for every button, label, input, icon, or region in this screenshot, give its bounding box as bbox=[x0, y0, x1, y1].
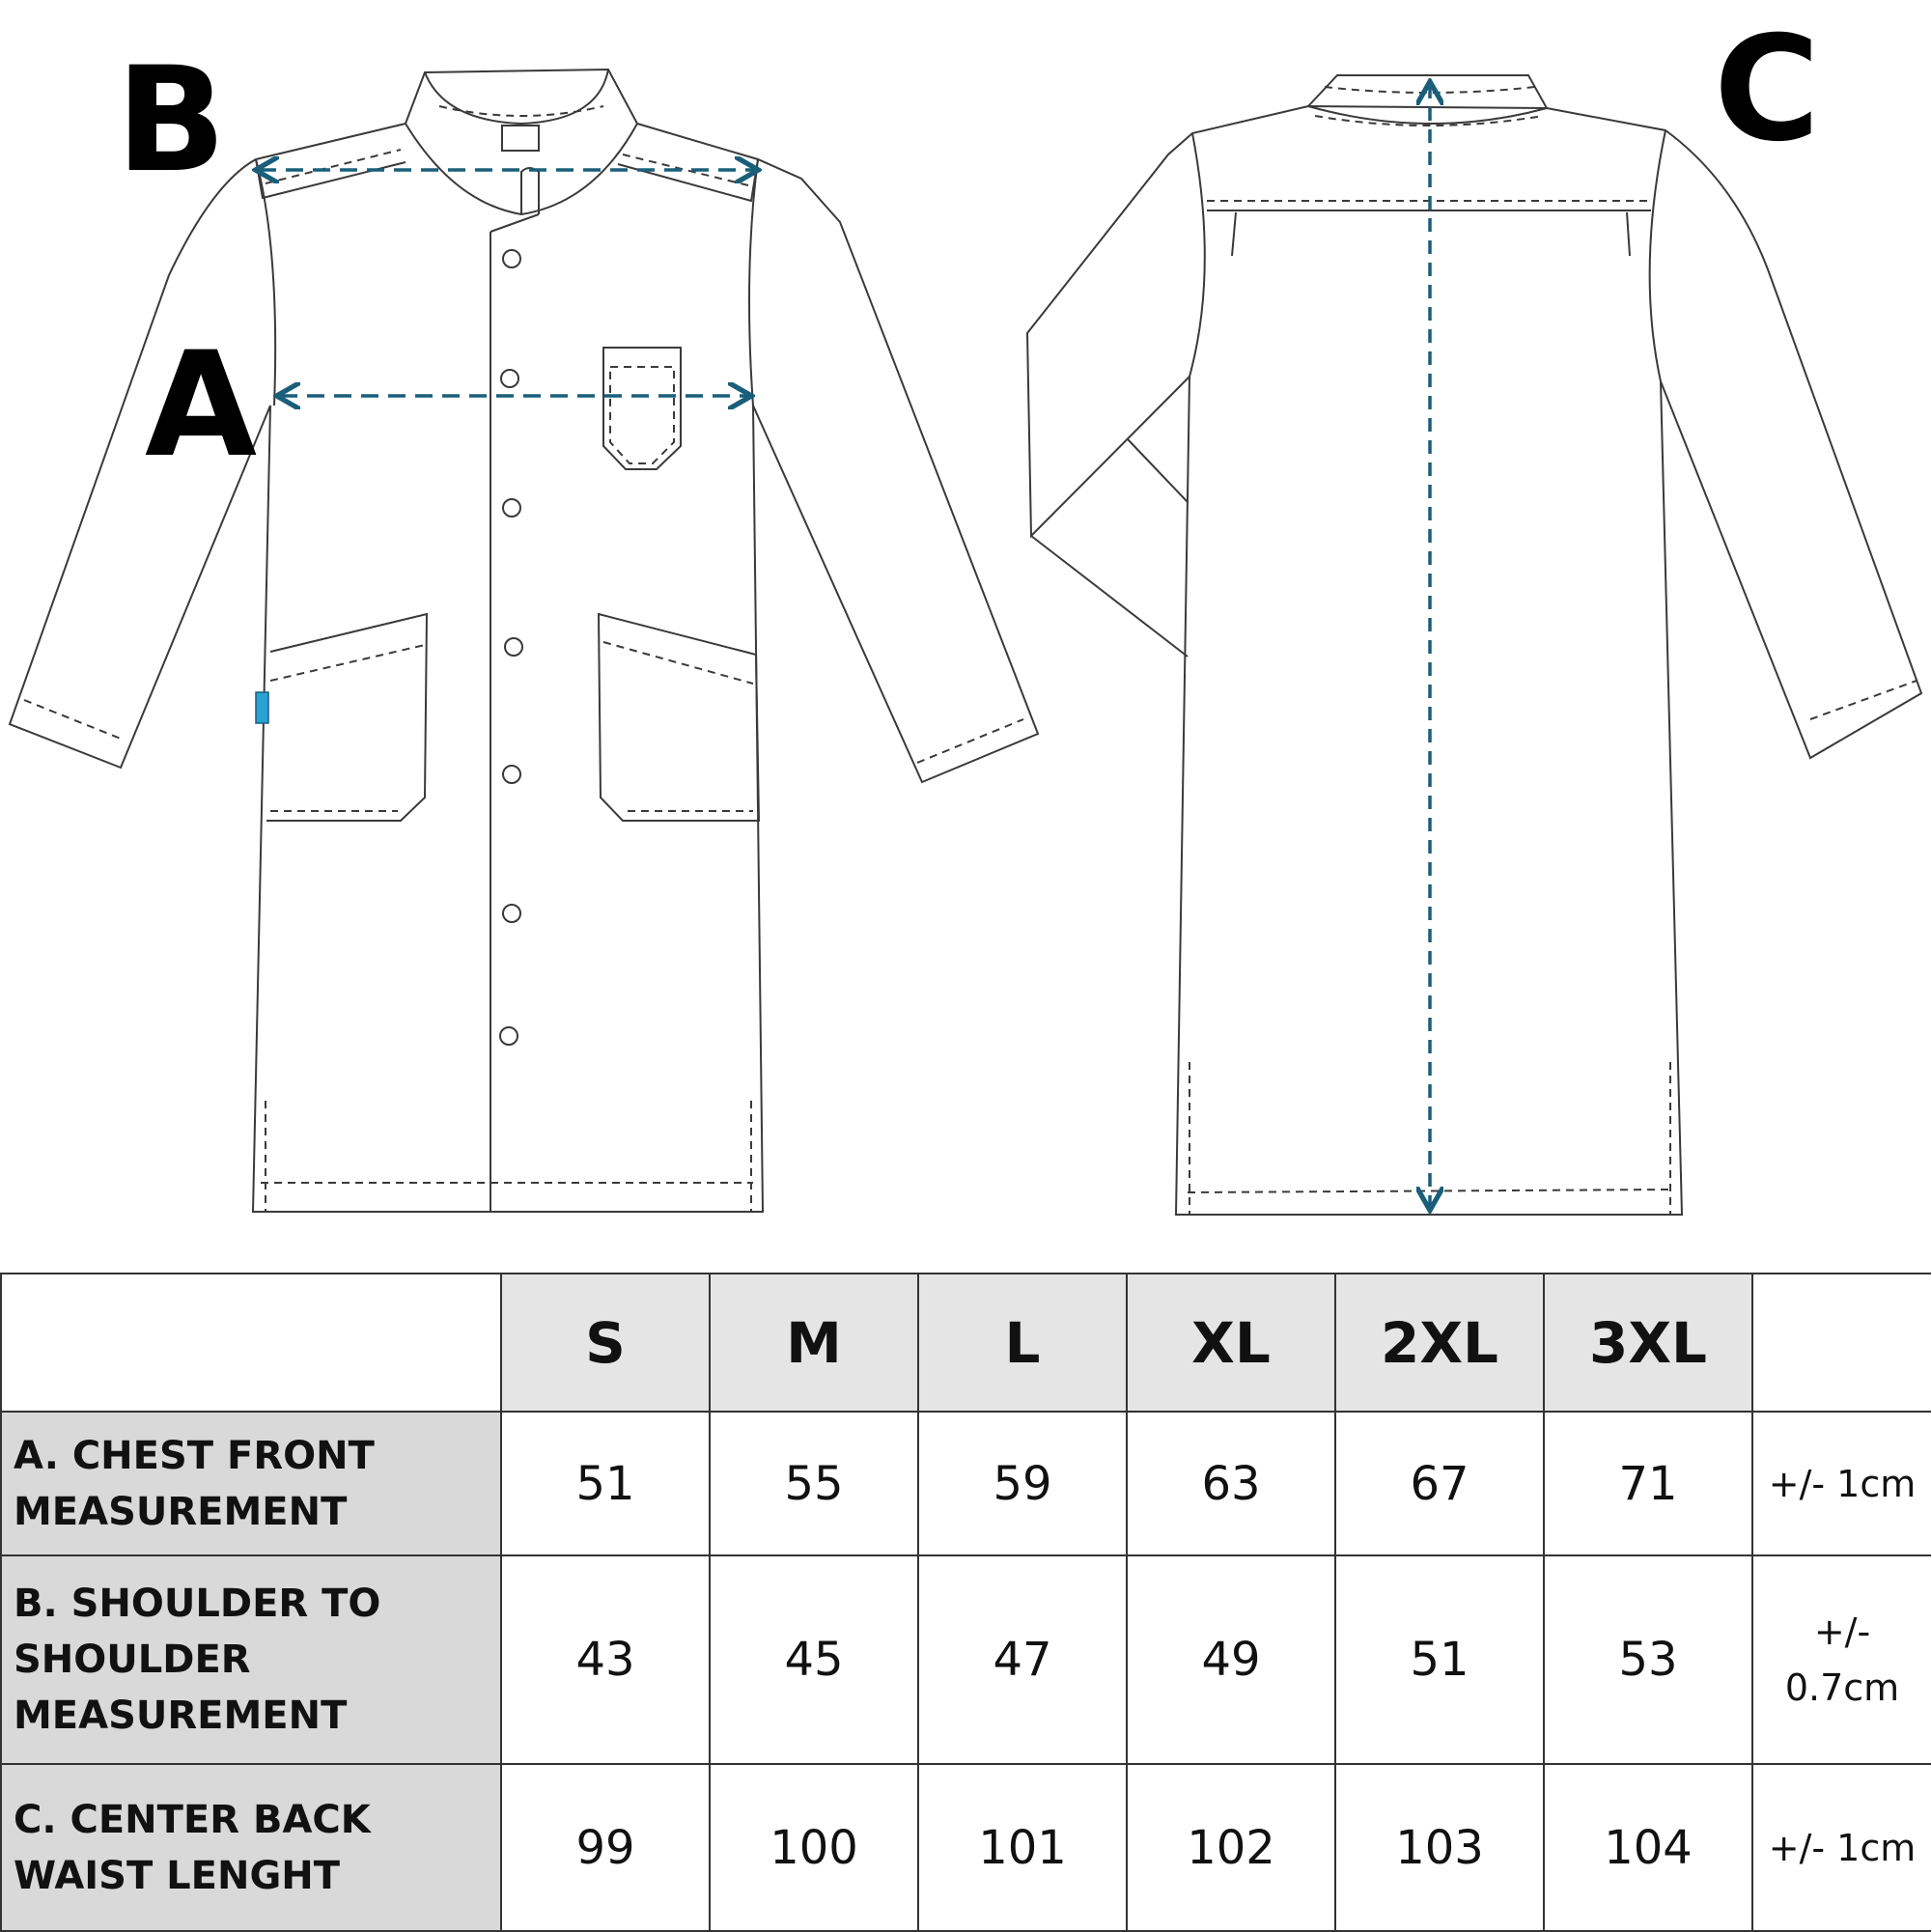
row-label-chest: A. CHEST FRONT MEASUREMENT bbox=[0, 1411, 502, 1556]
size-header-3xl: 3XL bbox=[1543, 1273, 1753, 1413]
size-header-2xl: 2XL bbox=[1334, 1273, 1545, 1413]
table-cell: 45 bbox=[709, 1554, 919, 1765]
tolerance-cell: +/- 1cm bbox=[1751, 1763, 1931, 1932]
row-label-back-length: C. CENTER BACK WAIST LENGHT bbox=[0, 1763, 502, 1932]
table-cell: 99 bbox=[500, 1763, 711, 1932]
coat-front-view bbox=[8, 68, 1040, 1213]
size-header-l: L bbox=[917, 1273, 1128, 1413]
label-tag bbox=[255, 691, 269, 724]
table-cell: 104 bbox=[1543, 1763, 1753, 1932]
coat-back-view bbox=[1025, 74, 1923, 1216]
table-row: C. CENTER BACK WAIST LENGHT 99 100 101 1… bbox=[0, 1763, 1931, 1932]
table-cell: 102 bbox=[1126, 1763, 1336, 1932]
table-cell: 47 bbox=[917, 1554, 1128, 1765]
measure-label-c: C bbox=[1714, 6, 1821, 174]
table-cell: 103 bbox=[1334, 1763, 1545, 1932]
table-row: A. CHEST FRONT MEASUREMENT 51 55 59 63 6… bbox=[0, 1411, 1931, 1556]
table-cell: 51 bbox=[500, 1411, 711, 1556]
row-label-shoulder: B. SHOULDER TO SHOULDER MEASUREMENT bbox=[0, 1554, 502, 1765]
table-cell: 71 bbox=[1543, 1411, 1753, 1556]
size-header-row: S M L XL 2XL 3XL bbox=[0, 1273, 1931, 1413]
measure-label-a: A bbox=[145, 322, 258, 490]
size-header-m: M bbox=[709, 1273, 919, 1413]
measure-label-b: B bbox=[116, 37, 227, 205]
table-cell: 51 bbox=[1334, 1554, 1545, 1765]
table-cell: 53 bbox=[1543, 1554, 1753, 1765]
table-cell: 59 bbox=[917, 1411, 1128, 1556]
table-row: B. SHOULDER TO SHOULDER MEASUREMENT 43 4… bbox=[0, 1554, 1931, 1765]
size-chart-table: S M L XL 2XL 3XL A. CHEST FRONT MEASUREM… bbox=[0, 1273, 1931, 1932]
table-cell: 67 bbox=[1334, 1411, 1545, 1556]
table-cell: 43 bbox=[500, 1554, 711, 1765]
table-cell: 49 bbox=[1126, 1554, 1336, 1765]
size-header-xl: XL bbox=[1126, 1273, 1336, 1413]
garment-technical-drawing bbox=[8, 68, 1923, 1216]
table-cell: 101 bbox=[917, 1763, 1128, 1932]
table-cell: 55 bbox=[709, 1411, 919, 1556]
tolerance-cell: +/- 1cm bbox=[1751, 1411, 1931, 1556]
size-header-s: S bbox=[500, 1273, 711, 1413]
header-blank-cell bbox=[1751, 1273, 1931, 1413]
table-cell: 63 bbox=[1126, 1411, 1336, 1556]
table-cell: 100 bbox=[709, 1763, 919, 1932]
tolerance-cell: +/- 0.7cm bbox=[1751, 1554, 1931, 1765]
header-blank-cell bbox=[0, 1273, 502, 1413]
